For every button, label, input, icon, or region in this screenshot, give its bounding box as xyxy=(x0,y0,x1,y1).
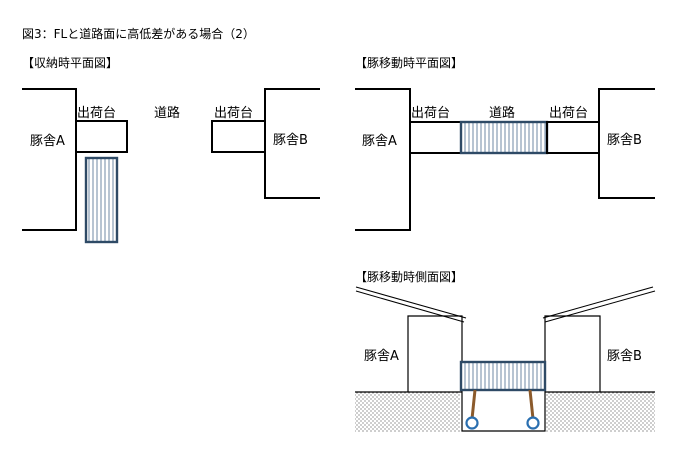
moving-plan-panel: 【豚移動時平面図】 豚舎A 出荷台 道路 出荷台 豚舎B xyxy=(355,56,655,231)
ramp-leg-right xyxy=(528,389,535,420)
figure-title: 図3：FLと道路面に高低差がある場合（2） xyxy=(22,26,255,41)
barn-a-wall xyxy=(355,88,411,231)
barn-a-label: 豚舎A xyxy=(364,349,399,364)
barn-b-building xyxy=(544,315,601,392)
barn-a-roof-top xyxy=(355,286,467,319)
stored-ramp xyxy=(84,156,119,244)
road-label: 道路 xyxy=(489,105,515,121)
ground-left xyxy=(355,392,460,432)
moving-plan-header: 【豚移動時平面図】 xyxy=(355,56,463,70)
ramp-leg-left xyxy=(470,389,477,420)
loading-platform-b-label: 出荷台 xyxy=(214,106,253,121)
loading-platform-b xyxy=(211,120,266,153)
bridging-ramp xyxy=(459,120,549,155)
barn-a-label: 豚舎A xyxy=(30,134,65,149)
barn-a-label: 豚舎A xyxy=(362,134,397,149)
wheel-left xyxy=(465,416,479,430)
loading-platform-a xyxy=(75,120,128,153)
moving-side-panel: 【豚移動時側面図】 豚舎A 豚舎B xyxy=(355,270,656,432)
barn-a-roof-bottom xyxy=(355,290,465,323)
storage-plan-header: 【収納時平面図】 xyxy=(22,56,118,70)
loading-platform-b xyxy=(546,121,600,154)
barn-b-label: 豚舎B xyxy=(607,133,642,148)
barn-b-wall xyxy=(598,88,655,199)
wheel-right xyxy=(526,416,540,430)
barn-b-roof-top xyxy=(542,286,654,319)
moving-side-header: 【豚移動時側面図】 xyxy=(355,270,463,284)
ground-right xyxy=(545,392,655,432)
barn-b-roof-bottom xyxy=(544,290,656,323)
loading-platform-a-label: 出荷台 xyxy=(77,106,116,121)
barn-b-wall xyxy=(264,88,320,199)
road-pit xyxy=(461,392,546,432)
barn-a-building xyxy=(407,315,463,392)
road-label: 道路 xyxy=(154,105,180,121)
barn-a-wall xyxy=(22,88,77,231)
loading-platform-a xyxy=(409,121,462,154)
barn-b-label: 豚舎B xyxy=(607,349,642,364)
loading-platform-a-label: 出荷台 xyxy=(411,106,450,121)
side-ramp xyxy=(459,360,547,392)
barn-b-label: 豚舎B xyxy=(273,133,308,148)
storage-plan-panel: 【収納時平面図】 豚舎A 出荷台 道路 出荷台 豚舎B xyxy=(22,56,320,244)
loading-platform-b-label: 出荷台 xyxy=(549,106,588,121)
